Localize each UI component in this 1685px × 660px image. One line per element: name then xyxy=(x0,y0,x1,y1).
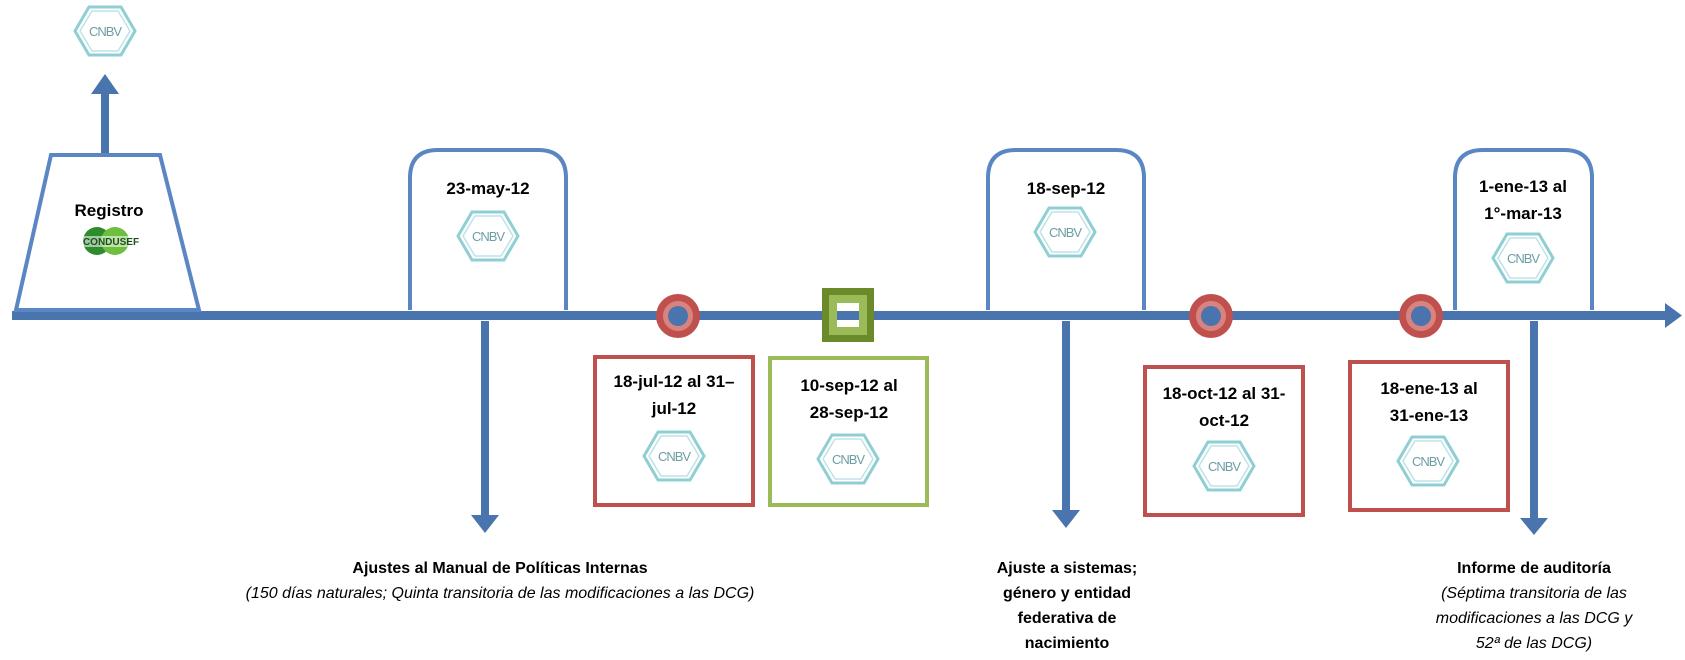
down-arrow-3-shaft xyxy=(1530,321,1538,521)
cnbv-logo-icon xyxy=(456,210,520,262)
milestone-marker-green xyxy=(822,288,874,342)
up-arrow-head xyxy=(91,74,119,94)
down-arrow-2-head xyxy=(1052,510,1080,528)
down-arrow-1-shaft xyxy=(481,321,489,516)
caption-manual-subtitle: (150 días naturales; Quinta transitoria … xyxy=(245,585,755,602)
cnbv-logo-icon xyxy=(816,433,880,485)
caption-manual-title: Ajustes al Manual de Políticas Internas xyxy=(352,560,648,577)
caption-auditoria-subtitle: (Séptima transitoria de las modificacion… xyxy=(1435,585,1633,652)
cnbv-logo-icon xyxy=(1491,232,1555,284)
caption-manual: Ajustes al Manual de Políticas Internas … xyxy=(210,556,790,606)
top-box-1-date: 23-may-12 xyxy=(446,179,530,198)
caption-auditoria-title: Informe de auditoría xyxy=(1457,560,1611,577)
cnbv-logo-icon xyxy=(1396,435,1460,487)
down-arrow-3-head xyxy=(1520,518,1548,535)
top-box-3-date: 1-ene-13 al 1°-mar-13 xyxy=(1479,177,1567,223)
registro-label: Registro xyxy=(74,201,144,220)
cnbv-logo-icon xyxy=(1033,206,1097,258)
cnbv-logo-icon xyxy=(642,430,706,482)
top-box-2-date: 18-sep-12 xyxy=(1026,179,1106,198)
bottom-box-2-date: 10-sep-12 al 28-sep-12 xyxy=(800,376,898,422)
down-arrow-1-head xyxy=(471,515,499,533)
bottom-box-1-date: 18-jul-12 al 31–jul-12 xyxy=(613,372,735,418)
down-arrow-2-shaft xyxy=(1062,321,1070,511)
caption-sistemas-title: Ajuste a sistemas; género y entidad fede… xyxy=(996,560,1138,652)
bottom-box-3-date: 18-oct-12 al 31-oct-12 xyxy=(1162,384,1286,430)
timeline-arrowhead xyxy=(1665,303,1682,328)
milestone-marker-red xyxy=(656,294,700,338)
svg-text:CONDUSEF: CONDUSEF xyxy=(83,237,139,248)
cnbv-logo-icon xyxy=(1192,440,1256,492)
cnbv-logo-icon xyxy=(73,5,137,57)
caption-sistemas: Ajuste a sistemas; género y entidad fede… xyxy=(974,556,1160,656)
up-arrow-shaft xyxy=(101,92,109,154)
milestone-marker-red xyxy=(1399,294,1443,338)
condusef-logo-icon: CONDUSEF xyxy=(66,227,156,255)
milestone-marker-red xyxy=(1189,294,1233,338)
caption-auditoria: Informe de auditoría (Séptima transitori… xyxy=(1428,556,1640,656)
bottom-box-4-date: 18-ene-13 al 31-ene-13 xyxy=(1380,379,1478,425)
top-box-3 xyxy=(1453,148,1594,310)
